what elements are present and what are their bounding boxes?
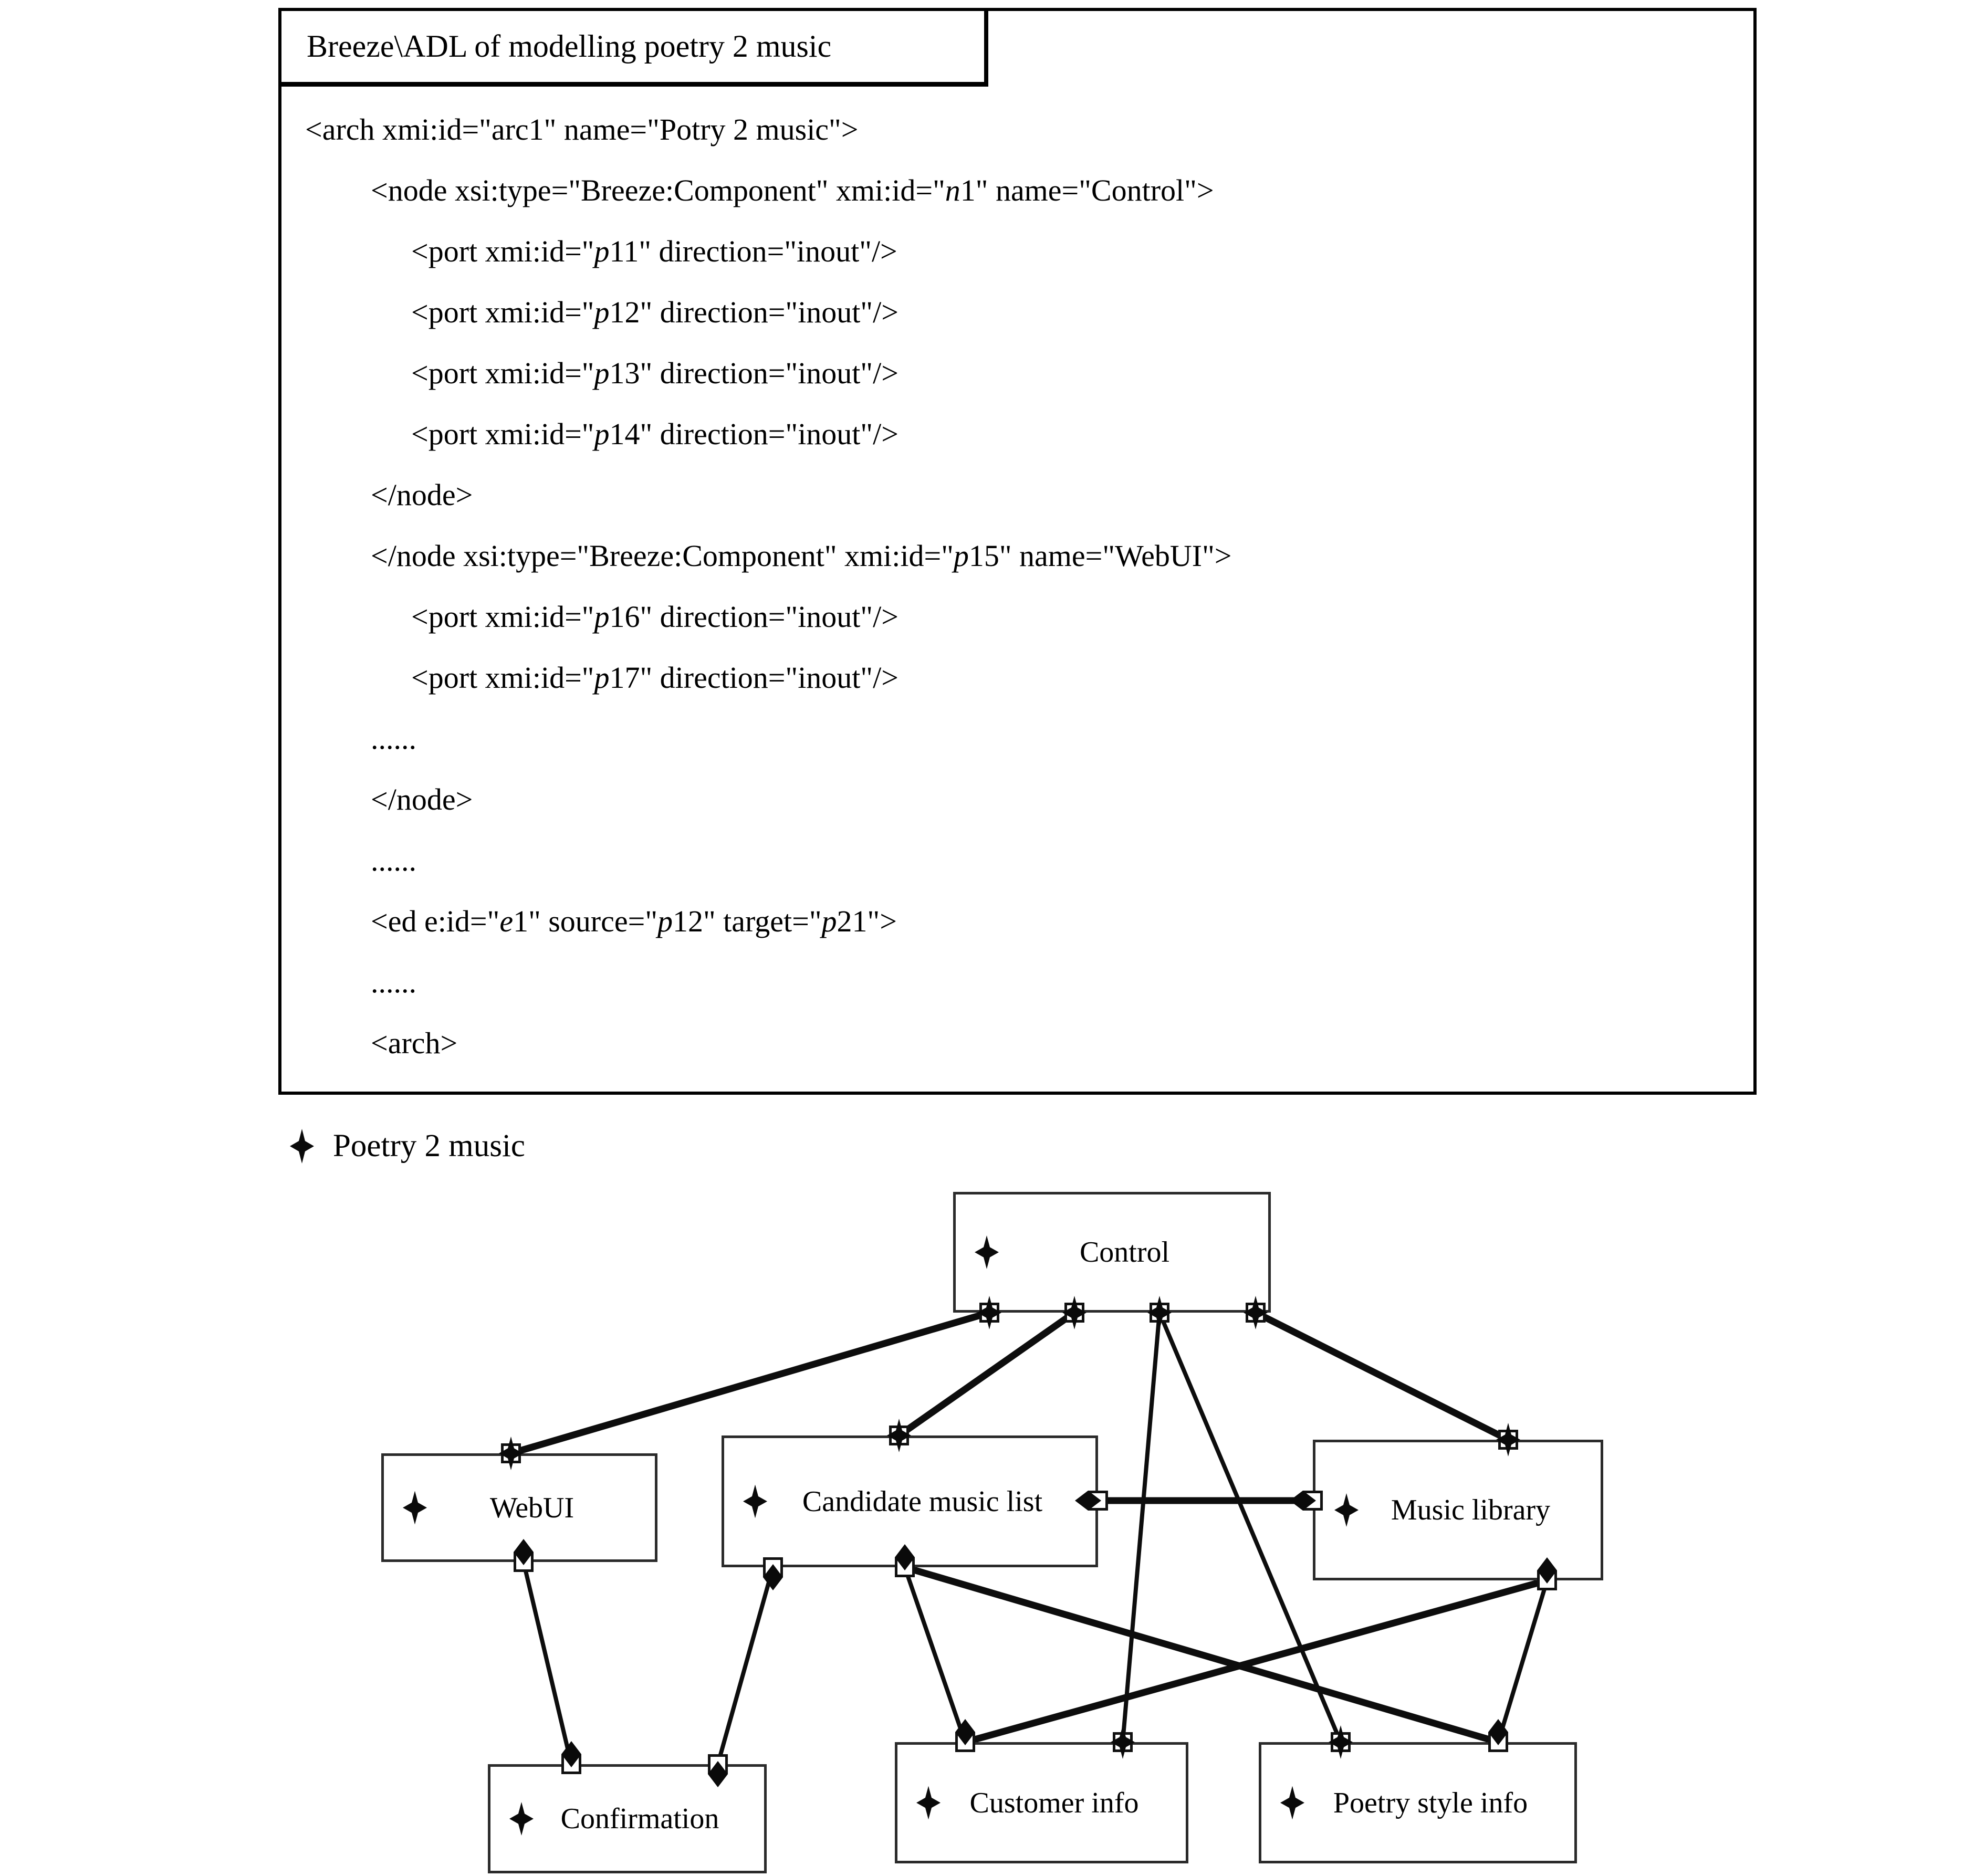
code-segment: 17" direction="inout"/>	[609, 661, 899, 695]
component-star-icon	[916, 1786, 941, 1820]
code-segment: 12" target="	[673, 904, 822, 938]
code-segment: 14" direction="inout"/>	[609, 417, 899, 451]
code-segment: p	[594, 600, 610, 634]
code-segment: <port xmi:id="	[411, 356, 594, 390]
code-segment: </node xsi:type="Breeze:Component" xmi:i…	[371, 539, 954, 573]
code-segment: 21">	[837, 904, 897, 938]
component-star-icon	[975, 1235, 999, 1269]
edge-control-to-poetry-style-info	[1157, 1311, 1343, 1744]
node-customer-info: Customer info	[895, 1742, 1188, 1863]
code-segment: p	[594, 295, 610, 329]
code-line: ......	[281, 830, 1748, 891]
code-segment: p	[594, 234, 610, 268]
code-segment: <port xmi:id="	[411, 295, 594, 329]
code-segment: </node>	[371, 478, 473, 512]
code-segment: 13" direction="inout"/>	[609, 356, 899, 390]
code-segment: <node xsi:type="Breeze:Component" xmi:id…	[371, 173, 945, 207]
code-segment: ......	[371, 843, 416, 877]
edge-control-to-webui	[507, 1309, 993, 1457]
node-confirmation: Confirmation	[488, 1764, 767, 1873]
node-label: Candidate music list	[802, 1485, 1043, 1518]
edge-control-to-customer-info	[1121, 1311, 1162, 1744]
edge-candidate-music-list-to-customer-info	[903, 1565, 967, 1744]
node-control: Control	[953, 1192, 1271, 1313]
code-line: </node>	[281, 769, 1748, 830]
code-panel-title: Breeze\ADL of modelling poetry 2 music	[307, 29, 832, 64]
code-line: </node xsi:type="Breeze:Component" xmi:i…	[281, 526, 1748, 586]
code-segment: <port xmi:id="	[411, 600, 594, 634]
code-line: <port xmi:id="p14" direction="inout"/>	[281, 404, 1748, 465]
code-segment: <port xmi:id="	[411, 417, 594, 451]
code-segment: <arch xmi:id="arc1" name="Potry 2 music"…	[305, 112, 859, 146]
code-line: <arch xmi:id="arc1" name="Potry 2 music"…	[281, 99, 1748, 160]
code-segment: e	[499, 904, 514, 938]
code-segment: <arch>	[371, 1026, 458, 1060]
edge-webui-to-confirmation	[521, 1560, 573, 1766]
code-listing: <arch xmi:id="arc1" name="Potry 2 music"…	[281, 99, 1748, 1074]
code-segment: p	[657, 904, 673, 938]
node-music-library: Music library	[1313, 1440, 1603, 1580]
component-star-icon	[403, 1491, 427, 1525]
code-line: <port xmi:id="p13" direction="inout"/>	[281, 343, 1748, 404]
code-segment: <port xmi:id="	[411, 234, 594, 268]
code-segment: n	[945, 173, 960, 207]
code-segment: p	[953, 539, 969, 573]
code-line: <port xmi:id="p17" direction="inout"/>	[281, 647, 1748, 708]
code-segment: p	[594, 661, 610, 695]
edge-candidate-music-list-to-confirmation	[716, 1565, 775, 1766]
code-segment: </node>	[371, 782, 473, 816]
code-segment: 1" name="Control">	[960, 173, 1214, 207]
node-label: Control	[1079, 1236, 1170, 1269]
diagram-title: Poetry 2 music	[290, 1128, 525, 1165]
code-segment: 11" direction="inout"/>	[609, 234, 897, 268]
component-star-icon	[743, 1484, 767, 1518]
code-segment: 16" direction="inout"/>	[609, 600, 899, 634]
diagram-title-label: Poetry 2 music	[333, 1128, 525, 1164]
component-star-icon	[509, 1802, 534, 1836]
adl-code-panel: Breeze\ADL of modelling poetry 2 music <…	[278, 8, 1757, 1095]
code-line: <port xmi:id="p16" direction="inout"/>	[281, 586, 1748, 647]
code-line: </node>	[281, 465, 1748, 526]
code-segment: p	[594, 356, 610, 390]
node-label: Customer info	[969, 1786, 1139, 1819]
component-star-icon	[1334, 1493, 1359, 1527]
code-line: <port xmi:id="p12" direction="inout"/>	[281, 282, 1748, 343]
node-candidate-music-list: Candidate music list	[722, 1435, 1098, 1567]
node-poetry-style-info: Poetry style info	[1259, 1742, 1577, 1863]
code-line: <port xmi:id="p11" direction="inout"/>	[281, 221, 1748, 282]
code-line: ......	[281, 708, 1748, 769]
edge-control-to-candidate-music-list	[895, 1309, 1078, 1439]
code-segment: 1" source="	[513, 904, 657, 938]
code-segment: ......	[371, 965, 416, 999]
edge-music-library-to-customer-info	[962, 1577, 1551, 1746]
code-segment: <ed e:id="	[371, 904, 500, 938]
code-segment: p	[821, 904, 837, 938]
code-line: ......	[281, 952, 1748, 1013]
code-line: <node xsi:type="Breeze:Component" xmi:id…	[281, 160, 1748, 221]
node-webui: WebUI	[381, 1453, 657, 1562]
node-label: Poetry style info	[1333, 1786, 1528, 1819]
code-line: <ed e:id="e1" source="p12" target="p21">	[281, 891, 1748, 952]
node-label: WebUI	[489, 1491, 574, 1524]
code-segment: 15" name="WebUI">	[968, 539, 1232, 573]
code-line: <arch>	[281, 1013, 1748, 1074]
code-panel-title-box: Breeze\ADL of modelling poetry 2 music	[278, 8, 988, 87]
component-star-icon	[1280, 1786, 1304, 1820]
node-label: Confirmation	[560, 1802, 719, 1835]
edge-control-to-music-library	[1252, 1309, 1512, 1443]
code-segment: 12" direction="inout"/>	[609, 295, 899, 329]
node-label: Music library	[1391, 1494, 1551, 1526]
edge-music-library-to-poetry-style-info	[1496, 1578, 1549, 1744]
edge-candidate-music-list-to-poetry-style-info	[901, 1564, 1502, 1746]
code-segment: ......	[371, 721, 416, 756]
code-segment: p	[594, 417, 610, 451]
code-segment: <port xmi:id="	[411, 661, 594, 695]
